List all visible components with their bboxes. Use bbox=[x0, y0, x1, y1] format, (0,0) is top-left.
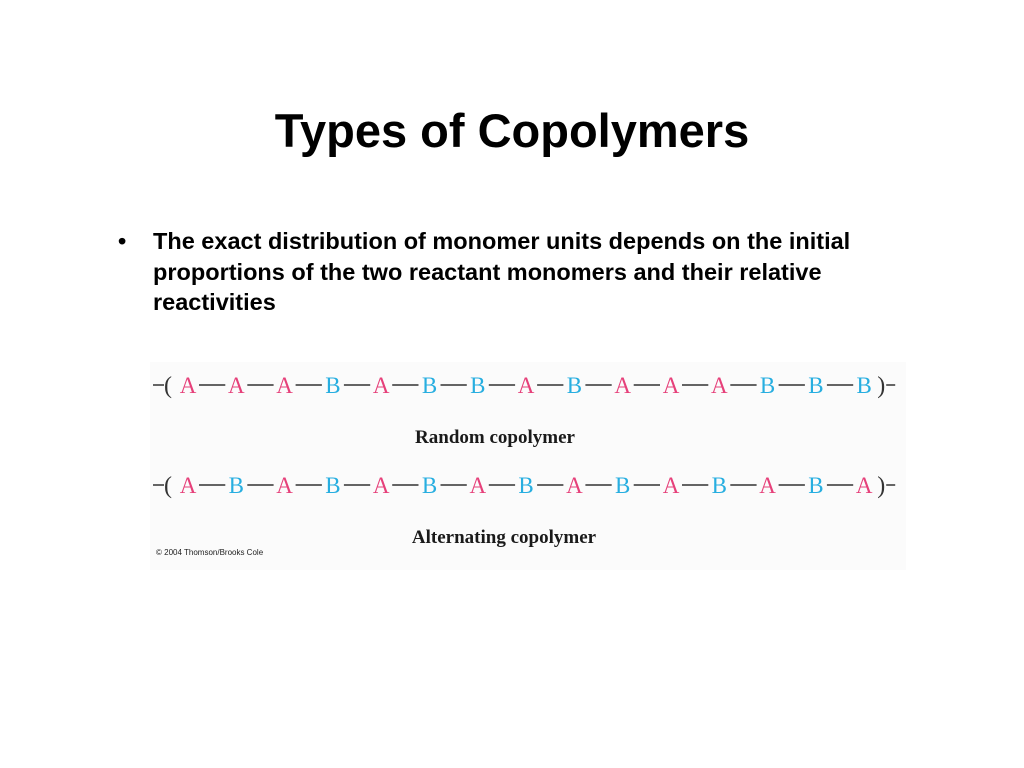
copyright-credit: © 2004 Thomson/Brooks Cole bbox=[156, 548, 264, 557]
monomer-A: A bbox=[711, 373, 728, 398]
monomer-A: A bbox=[180, 473, 197, 498]
monomer-B: B bbox=[857, 373, 872, 398]
monomer-A: A bbox=[373, 473, 390, 498]
monomer-B: B bbox=[518, 473, 533, 498]
monomer-A: A bbox=[373, 373, 390, 398]
monomer-A: A bbox=[759, 473, 776, 498]
monomer-B: B bbox=[470, 373, 485, 398]
left-paren: ( bbox=[164, 473, 172, 499]
monomer-B: B bbox=[325, 473, 340, 498]
monomer-A: A bbox=[614, 373, 631, 398]
monomer-B: B bbox=[760, 373, 775, 398]
bullet-list: • The exact distribution of monomer unit… bbox=[118, 226, 898, 318]
monomer-B: B bbox=[325, 373, 340, 398]
right-paren: ) bbox=[877, 373, 885, 399]
slide-title: Types of Copolymers bbox=[274, 104, 750, 157]
monomer-A: A bbox=[180, 373, 197, 398]
monomer-B: B bbox=[229, 473, 244, 498]
monomer-B: B bbox=[808, 473, 823, 498]
monomer-A: A bbox=[518, 373, 535, 398]
bullet-text: The exact distribution of monomer units … bbox=[153, 228, 851, 315]
monomer-A: A bbox=[276, 473, 293, 498]
monomer-A: A bbox=[228, 373, 245, 398]
monomer-A: A bbox=[663, 373, 680, 398]
bullet-dot-icon: • bbox=[118, 228, 127, 254]
right-paren: ) bbox=[877, 473, 885, 499]
left-paren: ( bbox=[164, 373, 172, 399]
monomer-A: A bbox=[276, 373, 293, 398]
alternating-copolymer-label: Alternating copolymer bbox=[412, 527, 597, 548]
monomer-B: B bbox=[712, 473, 727, 498]
random-chain: () A A A B A B B A B A A A B B B bbox=[153, 373, 896, 399]
monomer-B: B bbox=[422, 373, 437, 398]
bullet-item: • The exact distribution of monomer unit… bbox=[118, 226, 898, 318]
monomer-A: A bbox=[856, 473, 873, 498]
monomer-A: A bbox=[469, 473, 486, 498]
monomer-B: B bbox=[615, 473, 630, 498]
monomer-B: B bbox=[808, 373, 823, 398]
monomer-A: A bbox=[663, 473, 680, 498]
monomer-A: A bbox=[566, 473, 583, 498]
random-copolymer-label: Random copolymer bbox=[415, 427, 575, 448]
monomer-B: B bbox=[422, 473, 437, 498]
monomer-B: B bbox=[567, 373, 582, 398]
